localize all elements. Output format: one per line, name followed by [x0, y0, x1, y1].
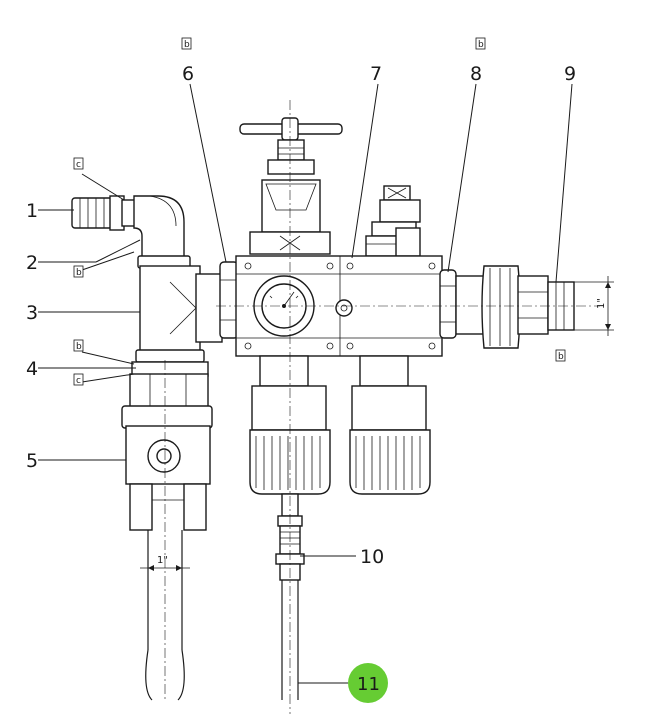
filter-bowl [249, 355, 331, 517]
leader-lines [38, 83, 573, 684]
outlet-dimension: 1" [574, 276, 614, 336]
callout-5: 5 [26, 450, 38, 472]
union-fitting [455, 265, 549, 349]
marker-b-4: b [76, 342, 82, 352]
marker-b-6: b [184, 40, 190, 50]
callout-11-badge [348, 663, 388, 703]
callout-10: 10 [360, 546, 384, 568]
marker-c-1: c [76, 160, 81, 170]
right-connector [439, 269, 457, 339]
inlet-dimension-label: 1" [157, 555, 168, 566]
regulator-handle [239, 117, 343, 255]
lubricator-top [365, 185, 421, 257]
quick-coupler [71, 195, 137, 231]
marker-b-2: b [76, 268, 82, 278]
inlet-dimension: 1" [140, 555, 190, 571]
callout-1: 1 [26, 200, 38, 222]
elbow-fitting [133, 195, 185, 259]
ball-valve [121, 405, 213, 531]
callout-2: 2 [26, 252, 38, 274]
callout-7: 7 [370, 63, 382, 85]
marker-c-4: c [76, 376, 81, 386]
callout-labels: 1 2 3 4 5 6 7 8 9 10 [26, 63, 576, 568]
drain-hose [281, 100, 299, 714]
nipple-fitting [129, 361, 209, 409]
callout-11-highlight: 11 [348, 663, 388, 703]
callout-8: 8 [470, 63, 482, 85]
callout-9: 9 [564, 63, 576, 85]
callout-11: 11 [357, 674, 380, 695]
letter-markers: b b c b b c b [73, 37, 566, 386]
marker-b-9: b [558, 352, 564, 362]
tee-fitting [135, 255, 223, 363]
marker-b-8: b [478, 40, 484, 50]
lubricator-bowl [349, 355, 431, 495]
inlet-pipe [145, 360, 185, 701]
callout-3: 3 [26, 302, 38, 324]
outlet-pipe [216, 281, 600, 331]
left-connector [219, 261, 239, 339]
outlet-dimension-label: 1" [596, 298, 607, 309]
callout-4: 4 [26, 358, 38, 380]
callout-6: 6 [182, 63, 194, 85]
